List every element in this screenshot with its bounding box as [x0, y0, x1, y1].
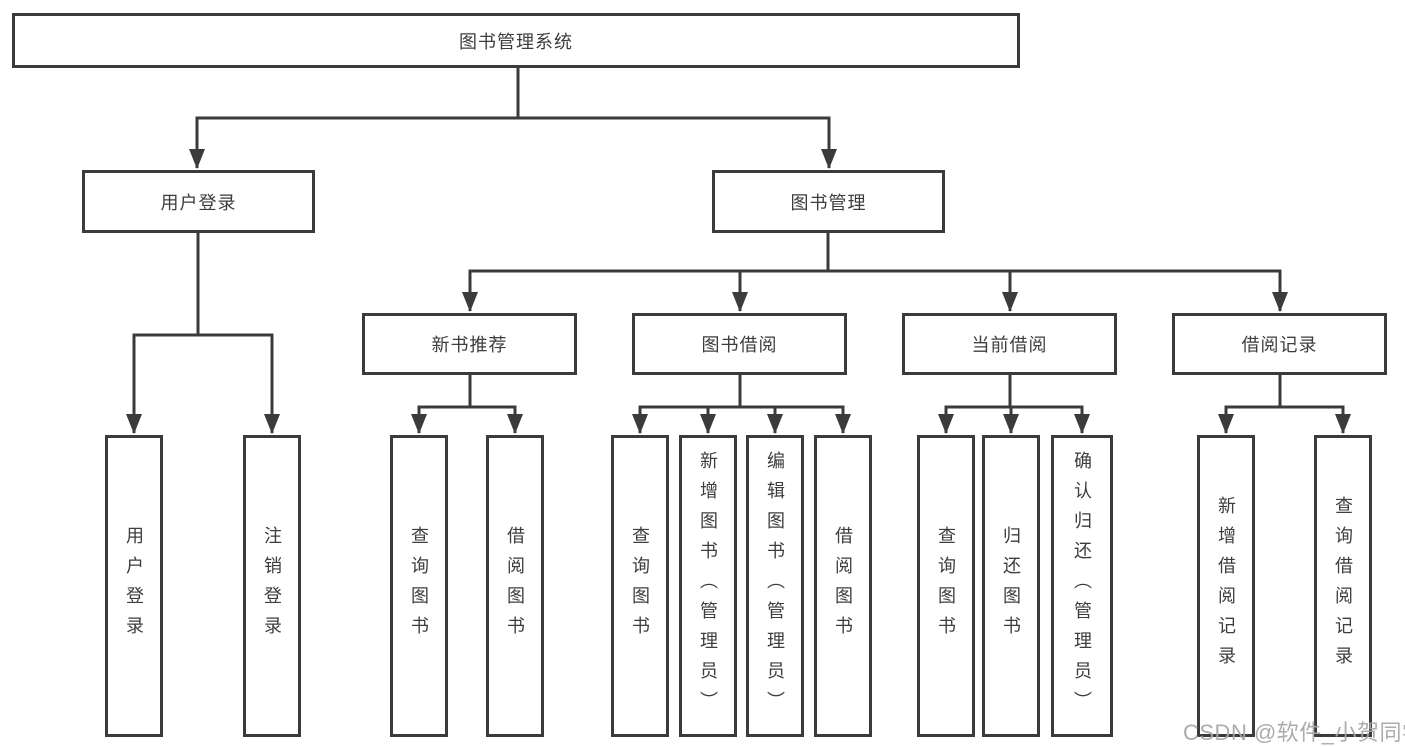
- leaf-confirm-return-admin-label: 确认归还（管理员）: [1072, 451, 1092, 721]
- leaf-add-borrow-record-label: 新增借阅记录: [1216, 496, 1236, 676]
- leaf-borrow-books-label: 借阅图书: [833, 526, 853, 646]
- leaf-borrow-query-books-label: 查询图书: [630, 526, 650, 646]
- leaf-recommend-query-books: 查询图书: [390, 435, 448, 737]
- node-borrow-records-label: 借阅记录: [1241, 335, 1318, 355]
- leaf-add-book-admin: 新增图书（管理员）: [679, 435, 737, 737]
- leaf-add-borrow-record: 新增借阅记录: [1197, 435, 1255, 737]
- leaf-current-query-books-label: 查询图书: [936, 526, 956, 646]
- leaf-user-login-label: 用户登录: [124, 526, 144, 646]
- leaf-recommend-borrow-books: 借阅图书: [486, 435, 544, 737]
- node-book-management-label: 图书管理: [790, 192, 867, 213]
- node-book-borrow: 图书借阅: [632, 313, 847, 375]
- node-book-borrow-label: 图书借阅: [701, 335, 778, 355]
- leaf-recommend-borrow-books-label: 借阅图书: [505, 526, 525, 646]
- node-borrow-records: 借阅记录: [1172, 313, 1387, 375]
- leaf-borrow-query-books: 查询图书: [611, 435, 669, 737]
- leaf-user-login: 用户登录: [105, 435, 163, 737]
- node-new-book-recommend: 新书推荐: [362, 313, 577, 375]
- watermark: CSDN @软件_小贺同学: [1183, 720, 1405, 745]
- leaf-borrow-books: 借阅图书: [814, 435, 872, 737]
- node-user-login: 用户登录: [82, 170, 315, 233]
- node-root-label: 图书管理系统: [459, 31, 573, 52]
- leaf-query-borrow-record-label: 查询借阅记录: [1333, 496, 1353, 676]
- leaf-logout-label: 注销登录: [262, 526, 282, 646]
- node-user-login-label: 用户登录: [160, 192, 237, 213]
- node-book-management: 图书管理: [712, 170, 945, 233]
- leaf-logout: 注销登录: [243, 435, 301, 737]
- leaf-recommend-query-books-label: 查询图书: [409, 526, 429, 646]
- leaf-query-borrow-record: 查询借阅记录: [1314, 435, 1372, 737]
- leaf-edit-book-admin-label: 编辑图书（管理员）: [765, 451, 785, 721]
- node-new-book-recommend-label: 新书推荐: [431, 335, 508, 355]
- leaf-return-book: 归还图书: [982, 435, 1040, 737]
- leaf-current-query-books: 查询图书: [917, 435, 975, 737]
- leaf-return-book-label: 归还图书: [1001, 526, 1021, 646]
- leaf-add-book-admin-label: 新增图书（管理员）: [698, 451, 718, 721]
- node-current-borrow: 当前借阅: [902, 313, 1117, 375]
- leaf-edit-book-admin: 编辑图书（管理员）: [746, 435, 804, 737]
- leaf-confirm-return-admin: 确认归还（管理员）: [1051, 435, 1113, 737]
- node-root: 图书管理系统: [12, 13, 1020, 68]
- node-current-borrow-label: 当前借阅: [971, 335, 1048, 355]
